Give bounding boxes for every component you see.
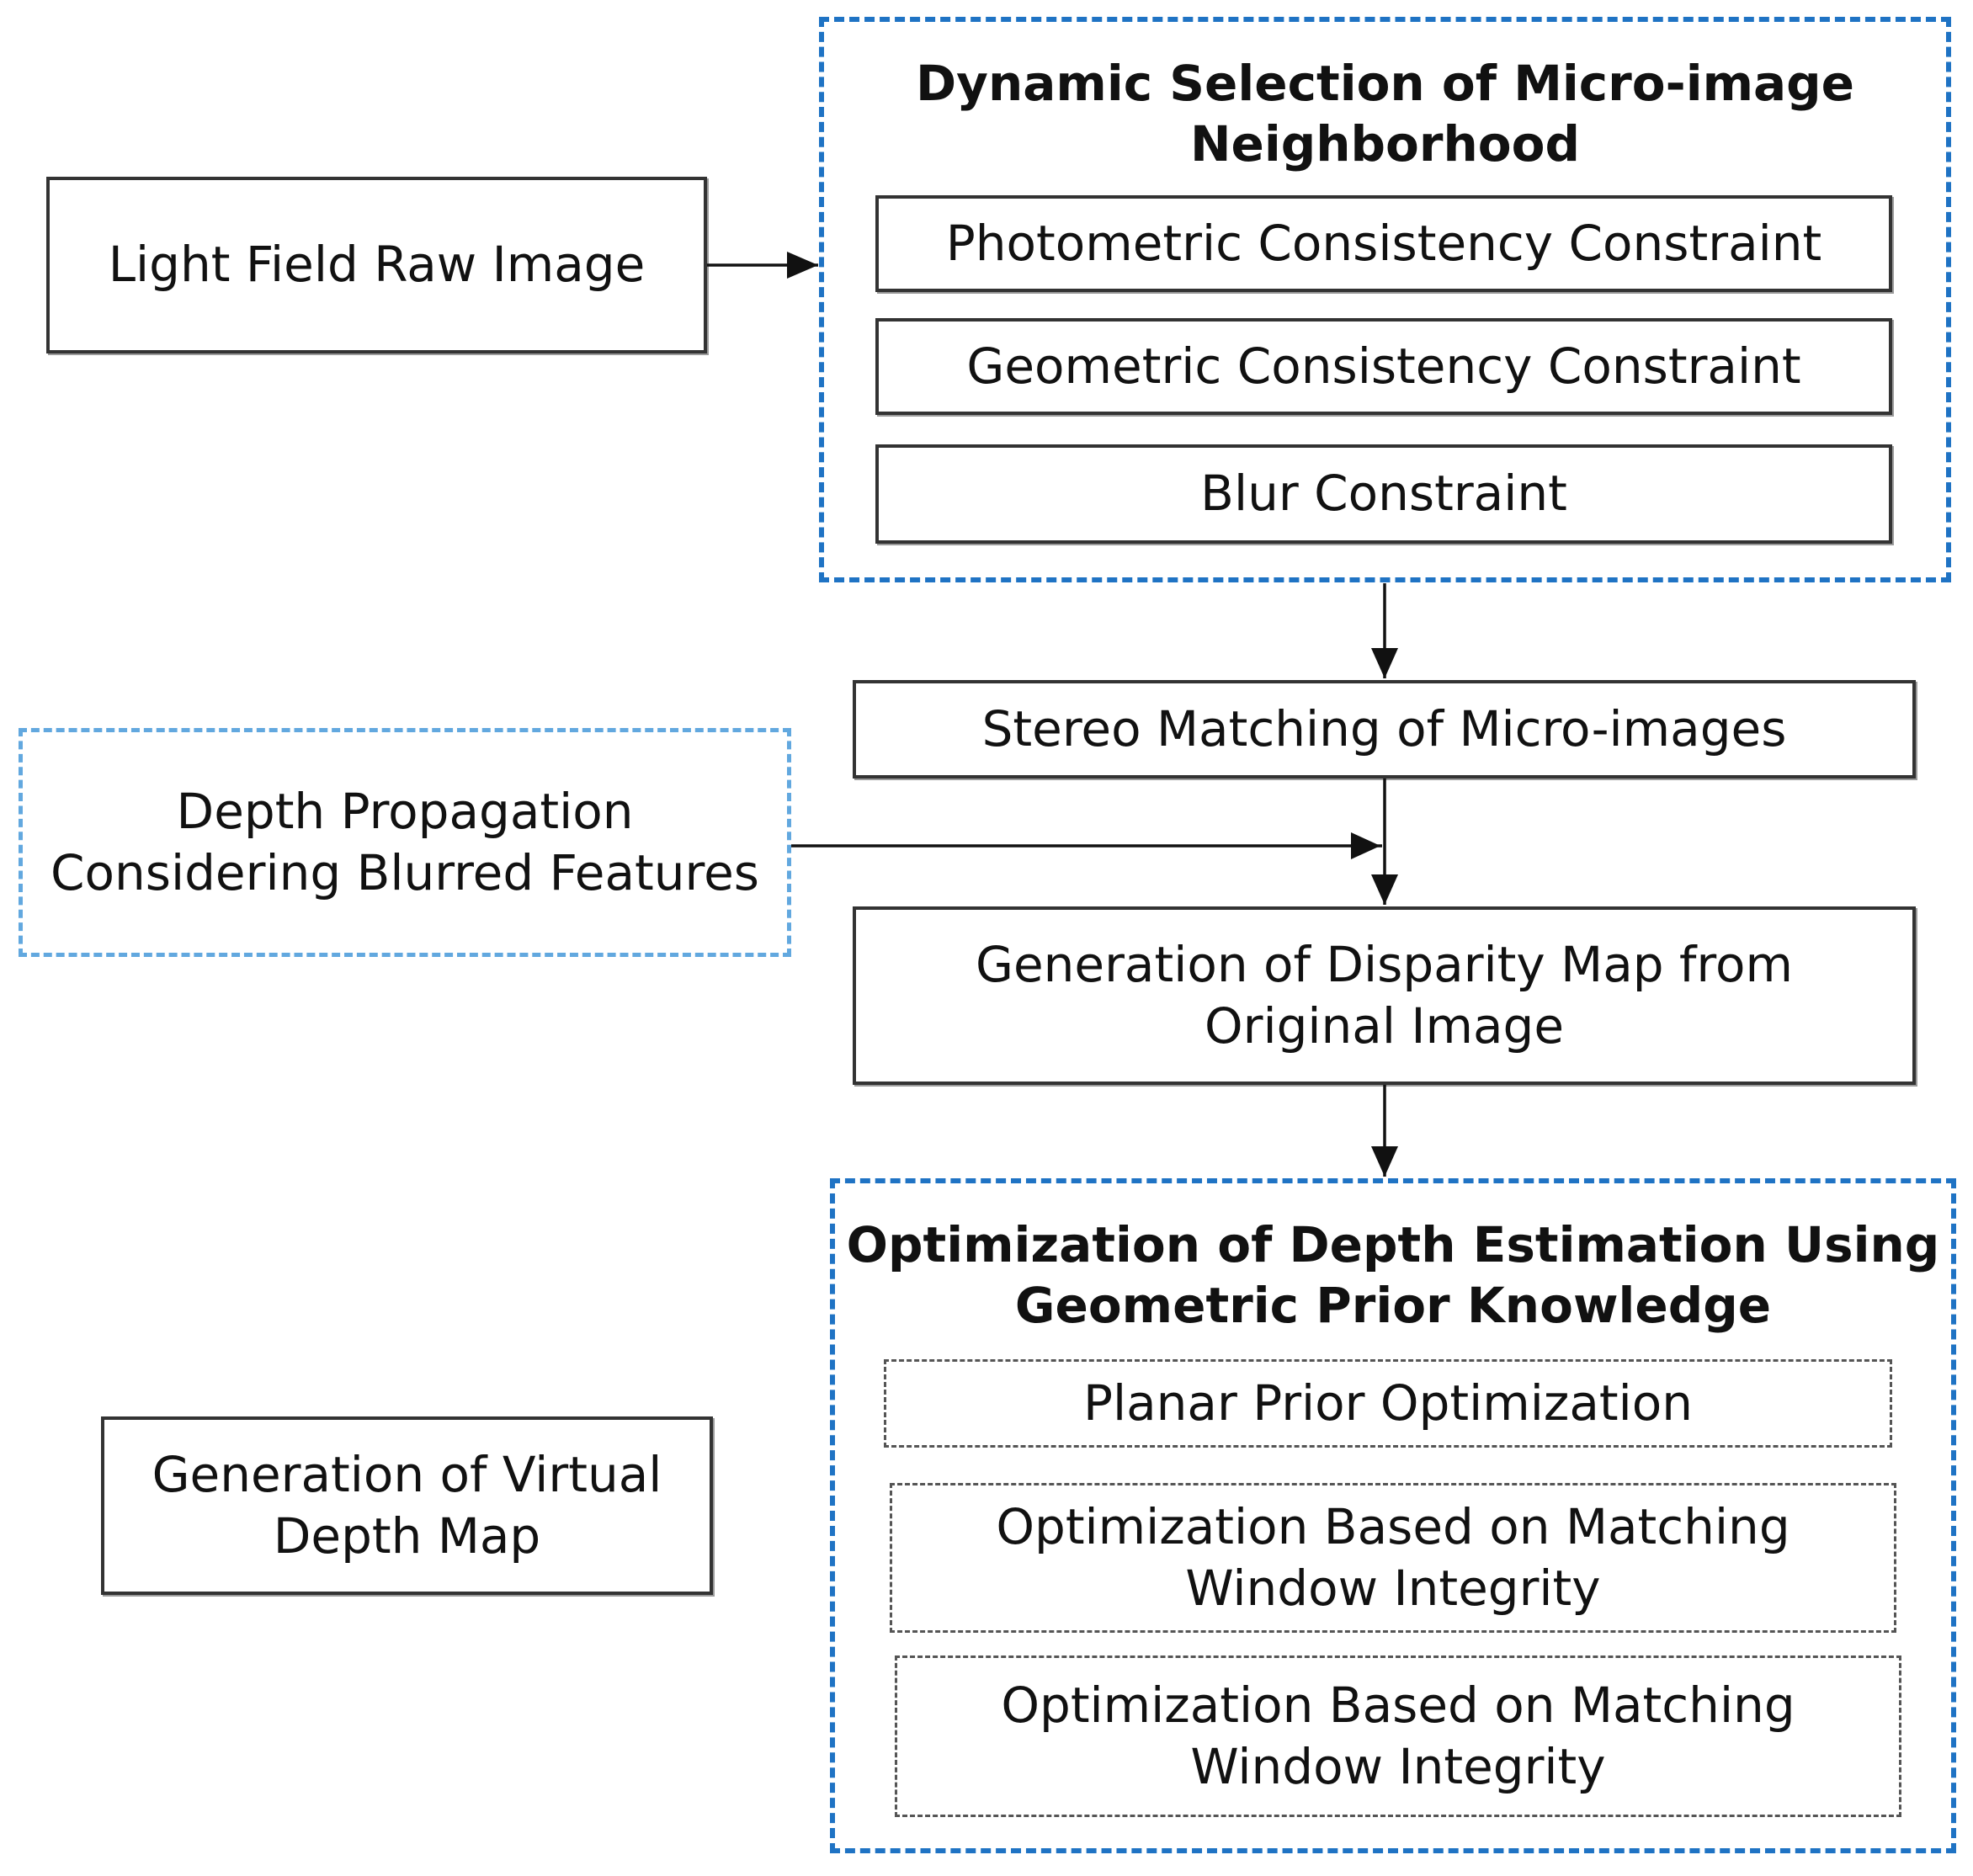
group-optimization-title: Optimization of Depth Estimation Using G… <box>846 1216 1940 1334</box>
node-label: Optimization Based on Matching Window In… <box>1001 1676 1795 1795</box>
node-label: Generation of Disparity Map from Origina… <box>976 935 1793 1055</box>
group-dynamic-selection-title: Dynamic Selection of Micro-image Neighbo… <box>916 55 1854 173</box>
arrowhead-raw-to-selection <box>787 252 818 279</box>
node-stereo-matching: Stereo Matching of Micro-images <box>853 680 1916 779</box>
arrowhead-stereo-to-disparity <box>1371 874 1398 905</box>
arrowhead-disparity-to-optimization <box>1371 1146 1398 1177</box>
node-blur-constraint: Blur Constraint <box>875 444 1892 544</box>
arrowhead-propagation-to-main <box>1351 832 1380 859</box>
arrowhead-selection-to-stereo <box>1371 648 1398 678</box>
node-planar-prior: Planar Prior Optimization <box>884 1359 1892 1448</box>
node-label: Generation of Virtual Depth Map <box>152 1445 662 1565</box>
node-disparity-map: Generation of Disparity Map from Origina… <box>853 906 1916 1085</box>
node-virtual-depth-map: Generation of Virtual Depth Map <box>101 1416 713 1595</box>
node-label: Light Field Raw Image <box>108 236 646 294</box>
node-geometric-consistency: Geometric Consistency Constraint <box>875 318 1892 415</box>
node-window-integrity-1: Optimization Based on Matching Window In… <box>890 1483 1896 1633</box>
node-depth-propagation: Depth Propagation Considering Blurred Fe… <box>19 728 791 957</box>
node-label: Geometric Consistency Constraint <box>966 337 1801 395</box>
node-label: Planar Prior Optimization <box>1083 1374 1693 1432</box>
node-label: Optimization Based on Matching Window In… <box>996 1497 1790 1617</box>
group-optimization: Optimization of Depth Estimation Using G… <box>830 1178 1956 1853</box>
node-label: Depth Propagation Considering Blurred Fe… <box>51 782 759 901</box>
node-label: Stereo Matching of Micro-images <box>981 699 1787 757</box>
node-window-integrity-2: Optimization Based on Matching Window In… <box>895 1655 1901 1817</box>
node-light-field-raw-image: Light Field Raw Image <box>46 177 707 353</box>
node-label: Blur Constraint <box>1200 465 1567 523</box>
group-dynamic-selection: Dynamic Selection of Micro-image Neighbo… <box>819 17 1951 582</box>
node-photometric-consistency: Photometric Consistency Constraint <box>875 195 1892 292</box>
node-label: Photometric Consistency Constraint <box>945 214 1822 272</box>
